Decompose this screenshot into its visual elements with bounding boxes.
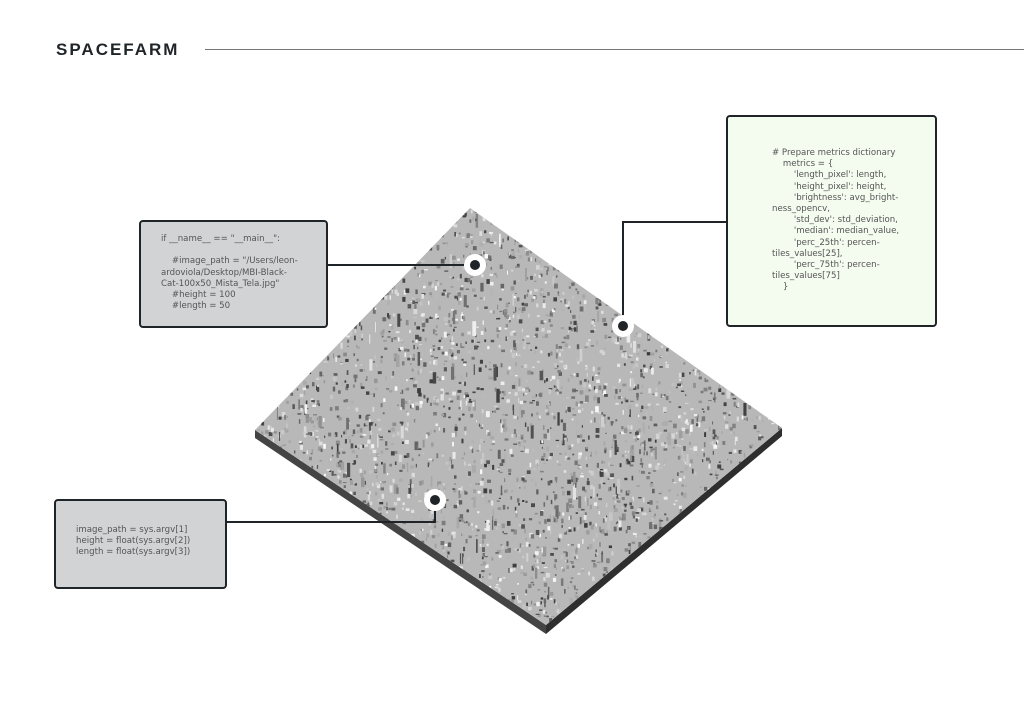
spacefarm-logo: SPACEFARM (56, 40, 180, 59)
code-callout-args: image_path = sys.argv[1] height = float(… (54, 499, 227, 589)
marker-metrics[interactable] (612, 315, 634, 337)
terrain-side-right (546, 428, 782, 634)
terrain-surface (255, 208, 782, 625)
terrain-side-left (255, 430, 546, 634)
header-divider (205, 49, 1024, 50)
code-callout-metrics: # Prepare metrics dictionary metrics = {… (726, 115, 937, 327)
code-callout-main: if __name__ == "__main__": #image_path =… (139, 220, 328, 328)
marker-main[interactable] (464, 254, 486, 276)
marker-args[interactable] (424, 489, 446, 511)
connector-line-metrics (622, 221, 726, 326)
